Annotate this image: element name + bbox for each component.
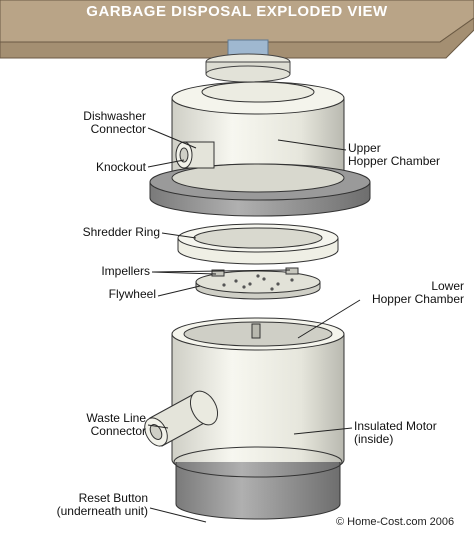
leader-lines bbox=[147, 127, 361, 523]
leader-insulated-motor bbox=[293, 427, 353, 435]
label-lower-hopper-chamber: Lower Hopper Chamber bbox=[371, 279, 464, 306]
leader-knockout bbox=[147, 159, 185, 168]
label-dishwasher-connector: Dishwasher Connector bbox=[83, 109, 146, 136]
sink-bottom bbox=[0, 0, 474, 59]
label-reset-button: Reset Button (underneath unit) bbox=[56, 491, 148, 518]
insulated-motor bbox=[173, 446, 343, 520]
leader-flywheel bbox=[157, 285, 201, 297]
impellers bbox=[211, 267, 299, 277]
leader-reset-button bbox=[149, 507, 207, 523]
leader-upper-hopper bbox=[277, 139, 347, 151]
sink-flange bbox=[205, 39, 291, 83]
leader-lower-hopper bbox=[297, 299, 361, 339]
label-impellers: Impellers bbox=[101, 264, 150, 278]
label-upper-hopper-chamber: Upper Hopper Chamber bbox=[348, 141, 441, 168]
dishwasher-connector bbox=[175, 141, 215, 169]
label-shredder-ring: Shredder Ring bbox=[82, 225, 160, 239]
leader-shredder bbox=[161, 232, 197, 239]
label-waste-line-connector: Waste Line Connector bbox=[86, 411, 146, 438]
leader-dishwasher bbox=[147, 127, 197, 149]
shredder-ring bbox=[177, 223, 339, 265]
page-title: GARBAGE DISPOSAL EXPLODED VIEW bbox=[86, 3, 388, 20]
label-flywheel: Flywheel bbox=[108, 287, 156, 301]
lower-hopper-chamber bbox=[171, 317, 345, 477]
credit-text: © Home-Cost.com 2006 bbox=[336, 516, 455, 528]
flywheel bbox=[195, 270, 321, 300]
label-insulated-motor: Insulated Motor (inside) bbox=[354, 419, 437, 446]
leader-impellers-2 bbox=[151, 269, 291, 273]
upper-hopper-chamber bbox=[149, 81, 371, 217]
leader-waste-line bbox=[147, 424, 169, 429]
label-knockout: Knockout bbox=[95, 160, 146, 174]
